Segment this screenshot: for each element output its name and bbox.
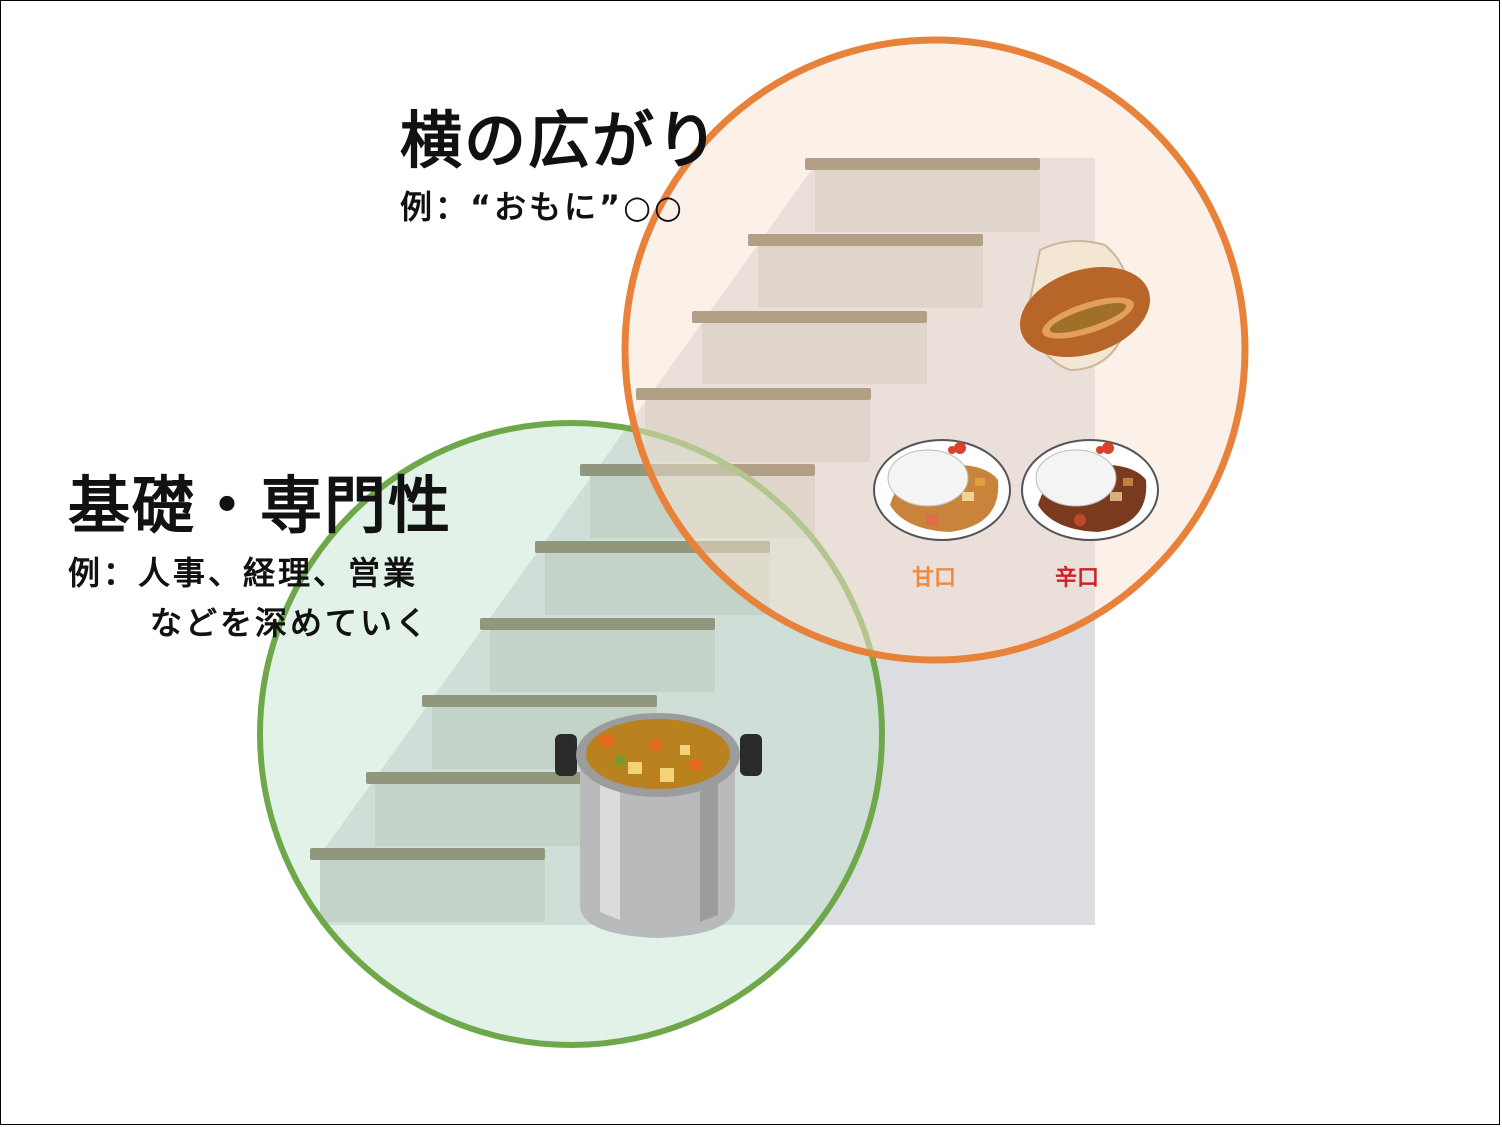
foundation-expertise-title: 基礎・専門性	[68, 469, 453, 542]
horizontal-spread-example: 例：“おもに”○○	[400, 188, 685, 226]
curry-pot-icon	[555, 713, 762, 938]
foundation-example-line1: 例：人事、経理、営業	[68, 554, 419, 592]
mild-curry-plate-icon	[873, 439, 1011, 541]
mild-curry-label: 甘口	[912, 566, 957, 591]
hot-curry-plate-icon	[1021, 439, 1159, 541]
hot-curry-label: 辛口	[1055, 566, 1100, 591]
horizontal-spread-title: 横の広がり	[400, 104, 721, 177]
foundation-example-line2: などを深めていく	[150, 604, 431, 642]
curry-bread-icon	[1019, 240, 1151, 372]
